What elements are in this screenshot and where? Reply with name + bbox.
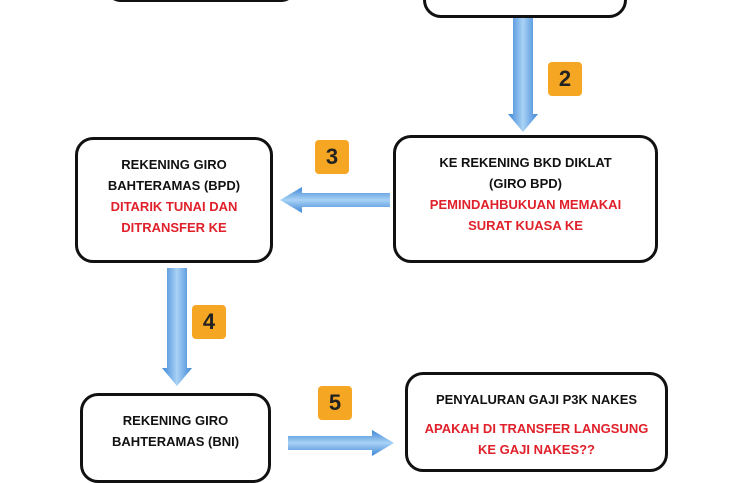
bni-giro-box: REKENING GIRO BAHTERAMAS (BNI)	[80, 393, 271, 483]
bpd-red1: DITARIK TUNAI DAN	[110, 199, 238, 214]
bpd-red2: DITRANSFER KE	[121, 220, 227, 235]
step-badge-2: 2	[548, 62, 582, 96]
step-badge-3: 3	[315, 140, 349, 174]
step-badge-4: 4	[192, 305, 226, 339]
step-badge-5: 5	[318, 386, 352, 420]
bni-line2: BAHTERAMAS (BNI)	[111, 434, 240, 449]
p3k-nakes-box: PENYALURAN GAJI P3K NAKES APAKAH DI TRAN…	[405, 372, 668, 472]
arrow-down-4	[162, 268, 192, 386]
bkd-line2: (GIRO BPD)	[489, 176, 562, 191]
bpd-line1: REKENING GIRO	[121, 157, 227, 172]
top-left-box	[105, 0, 297, 2]
bpd-giro-box: REKENING GIRO BAHTERAMAS (BPD) DITARIK T…	[75, 137, 273, 263]
bkd-red2: SURAT KUASA KE	[468, 218, 583, 233]
arrow-left-3	[280, 187, 390, 213]
bpd-line2: BAHTERAMAS (BPD)	[107, 178, 241, 193]
p3k-line1: PENYALURAN GAJI P3K NAKES	[435, 392, 638, 407]
p3k-red1: APAKAH DI TRANSFER LANGSUNG	[424, 421, 649, 436]
bni-line1: REKENING GIRO	[122, 413, 229, 428]
bkd-line1: KE REKENING BKD DIKLAT	[439, 155, 612, 170]
top-right-box	[423, 0, 627, 18]
bkd-red1: PEMINDAHBUKUAN MEMAKAI	[429, 197, 622, 212]
arrow-right-5	[288, 430, 394, 456]
arrow-down-2	[508, 18, 538, 132]
bkd-diklat-box: KE REKENING BKD DIKLAT (GIRO BPD) PEMIND…	[393, 135, 658, 263]
